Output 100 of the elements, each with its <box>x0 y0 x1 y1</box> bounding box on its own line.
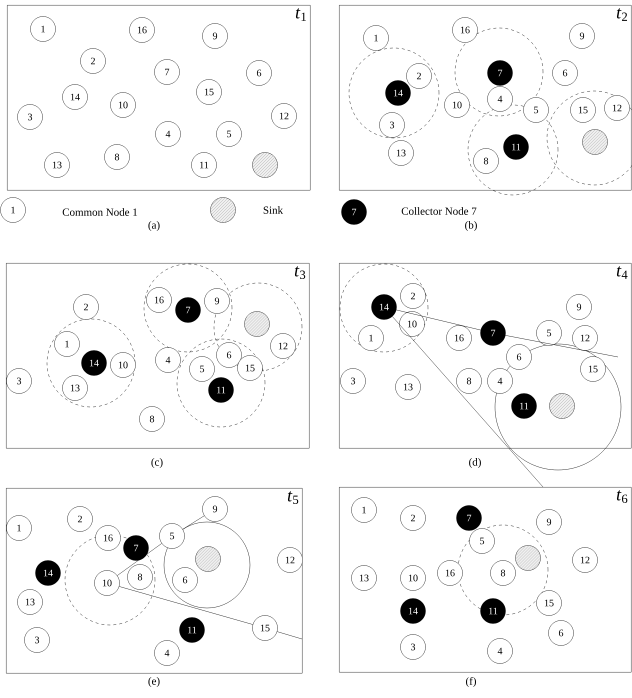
sensor-node: 6 <box>172 567 198 593</box>
sensor-node: 12 <box>604 95 630 121</box>
sink-node <box>195 546 221 572</box>
sensor-node: 8 <box>490 560 516 586</box>
sensor-node: 2 <box>400 505 426 531</box>
sensor-node: 10 <box>110 92 136 118</box>
connection-line <box>505 335 618 358</box>
sink-node <box>515 545 541 571</box>
collector-node: 11 <box>480 598 506 624</box>
collector-node: 14 <box>35 560 61 586</box>
collector-node: 11 <box>503 134 529 160</box>
sensor-node: 1 <box>6 515 32 541</box>
sensor-node: 8 <box>104 144 130 170</box>
sensor-node: 9 <box>202 23 228 49</box>
sensor-node: 12 <box>572 547 598 573</box>
sensor-node: 10 <box>110 352 136 378</box>
sensor-node: 16 <box>129 17 155 43</box>
sensor-node: 13 <box>44 152 70 178</box>
panel-caption: (b) <box>465 221 477 231</box>
sensor-node: 14 <box>62 84 88 110</box>
sensor-node: 12 <box>271 103 297 129</box>
collector-node: 7 <box>487 60 513 86</box>
sensor-node: 2 <box>400 283 426 309</box>
sensor-node: 9 <box>536 509 562 535</box>
collector-node: 14 <box>81 350 107 376</box>
sensor-node: 13 <box>62 375 88 401</box>
legend-text: Sink <box>264 206 284 214</box>
sensor-node: 6 <box>506 344 532 370</box>
sink-node <box>582 129 608 155</box>
sensor-node: 6 <box>548 620 574 646</box>
sensor-node: 2 <box>67 506 93 532</box>
sensor-node: 4 <box>154 640 180 666</box>
collector-node: 14 <box>371 294 397 320</box>
sensor-node: 10 <box>444 92 470 118</box>
sensor-node: 12 <box>277 547 303 573</box>
sensor-node: 10 <box>400 565 426 591</box>
collector-node: 14 <box>400 598 426 624</box>
legend-text: Collector Node 7 <box>402 207 476 215</box>
sensor-node: 15 <box>252 615 278 641</box>
sink-node <box>549 393 575 419</box>
sensor-node: 15 <box>196 79 222 105</box>
sensor-node: 8 <box>456 368 482 394</box>
legend-text: Common Node 1 <box>62 208 138 216</box>
sensor-node: 8 <box>127 564 153 590</box>
sensor-node: 3 <box>340 368 366 394</box>
sensor-node: 4 <box>487 368 513 394</box>
sensor-node: 2 <box>406 63 432 89</box>
connection-line <box>119 586 253 625</box>
connection-line <box>276 631 302 640</box>
sensor-node: 16 <box>446 325 472 351</box>
sensor-node: 3 <box>379 112 405 138</box>
collector-node: 7 <box>480 320 506 346</box>
sensor-node: 5 <box>159 523 185 549</box>
collector-node: 11 <box>208 377 234 403</box>
sensor-node: 16 <box>95 525 121 551</box>
sensor-node: 2 <box>80 48 106 74</box>
sensor-node: 6 <box>246 60 272 86</box>
sensor-node: 13 <box>395 374 421 400</box>
sensor-node: 15 <box>237 355 263 381</box>
sensor-node: 15 <box>580 356 606 382</box>
connection-line <box>392 316 544 488</box>
panel-caption: (c) <box>151 458 163 468</box>
sensor-node: 1 <box>54 331 80 357</box>
sensor-node: 3 <box>400 634 426 660</box>
panel-caption: (e) <box>148 677 160 687</box>
sink-node <box>244 311 270 337</box>
panel-caption: (a) <box>148 221 160 231</box>
collector-node: 14 <box>385 80 411 106</box>
sensor-node: 3 <box>6 368 32 394</box>
sensor-node: 8 <box>139 406 165 432</box>
sensor-node: 6 <box>216 342 242 368</box>
sensor-node: 5 <box>469 528 495 554</box>
sensor-node: 1 <box>363 25 389 51</box>
sensor-node: 8 <box>473 148 499 174</box>
sensor-node: 6 <box>552 60 578 86</box>
sensor-node: 5 <box>189 356 215 382</box>
sensor-node: 4 <box>487 86 513 112</box>
sensor-node: 1 <box>351 497 377 523</box>
sensor-node: 15 <box>536 590 562 616</box>
sensor-node: 9 <box>202 496 228 522</box>
sensor-node: 13 <box>388 140 414 166</box>
sensor-node: 5 <box>536 320 562 346</box>
collector-node: 7 <box>123 535 149 561</box>
sensor-node: 11 <box>191 152 217 178</box>
collector-node: 7 <box>456 505 482 531</box>
sensor-node: 12 <box>270 333 296 359</box>
sensor-node: 13 <box>351 565 377 591</box>
collector-node: 11 <box>511 393 537 419</box>
connection-line <box>396 310 481 330</box>
sensor-node: 12 <box>572 325 598 351</box>
sensor-node: 4 <box>155 121 181 147</box>
sensor-node: 9 <box>566 294 592 320</box>
panel-caption: (d) <box>469 458 481 468</box>
connection-line <box>182 516 204 530</box>
sensor-node: 1 <box>30 16 56 42</box>
sensor-node: 9 <box>204 288 230 314</box>
sensor-node: 16 <box>452 17 478 43</box>
sensor-node: 4 <box>155 347 181 373</box>
sink-node <box>252 152 278 178</box>
sensor-node: 7 <box>154 59 180 85</box>
